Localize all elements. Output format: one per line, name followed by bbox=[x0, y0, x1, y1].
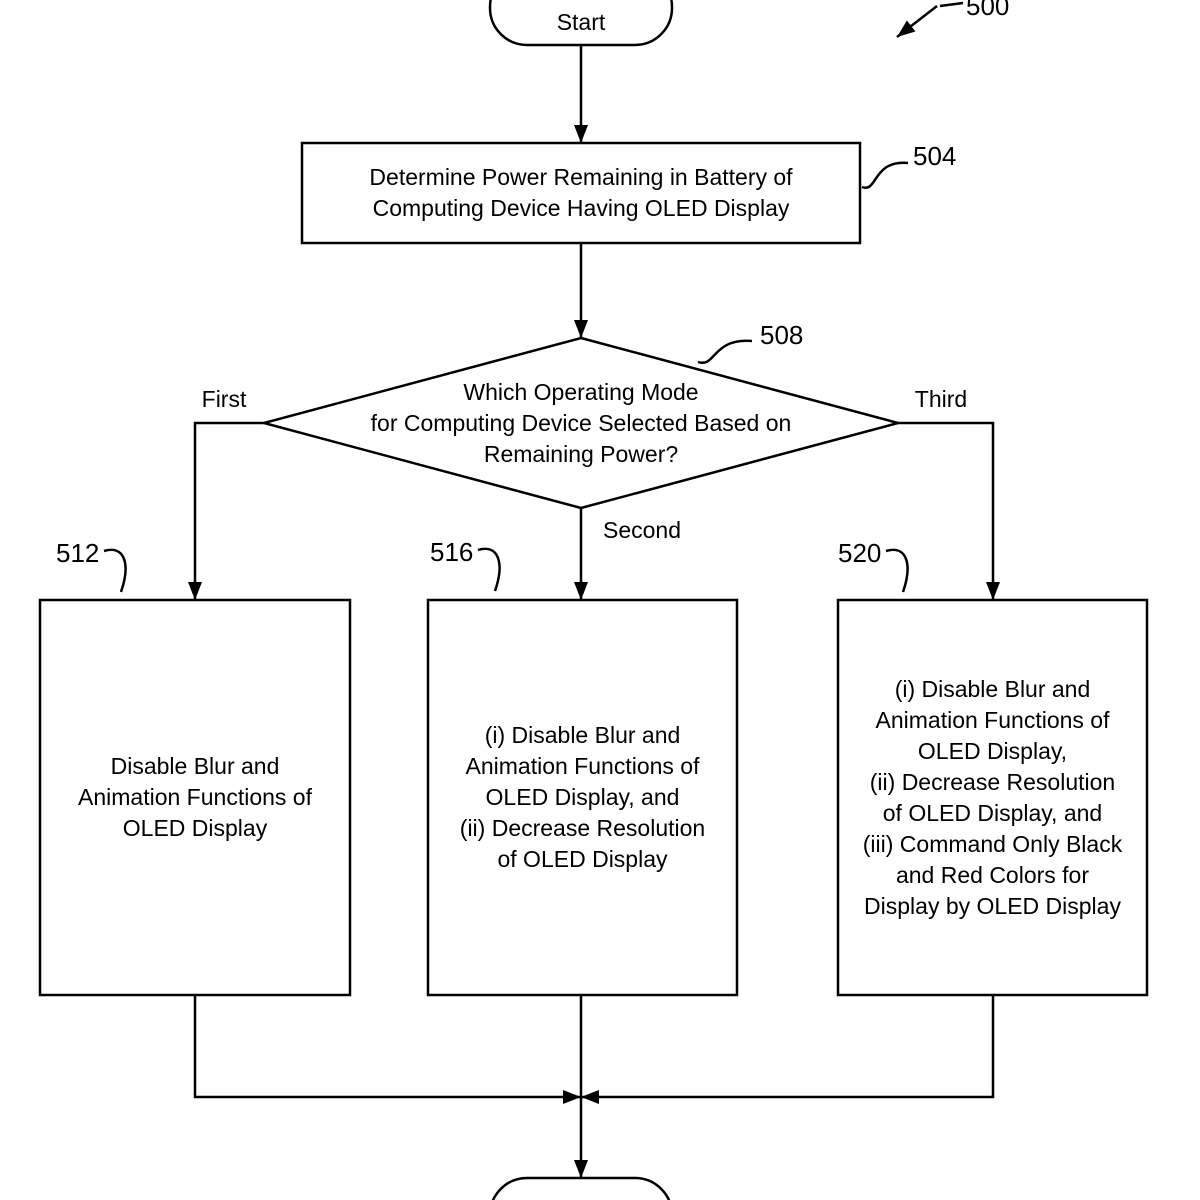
branch-label-second: Second bbox=[583, 517, 701, 543]
merge-line-from-512 bbox=[195, 995, 581, 1097]
arrow-third-branch bbox=[898, 423, 993, 600]
step-512-text: Disable Blur and Animation Functions of … bbox=[40, 600, 350, 995]
ref-504-leader bbox=[862, 163, 908, 188]
ref-512-leader bbox=[104, 550, 126, 592]
ref-504-label: 504 bbox=[913, 142, 956, 170]
ref-520-leader bbox=[886, 550, 908, 592]
figure-ref-label: 500 bbox=[966, 0, 1009, 20]
start-terminal-label: Start bbox=[490, 0, 672, 44]
figure-ref-arrow bbox=[897, 6, 937, 37]
branch-label-third: Third bbox=[882, 386, 1000, 412]
ref-516-leader bbox=[478, 549, 500, 591]
branch-label-first: First bbox=[165, 386, 283, 412]
ref-516-label: 516 bbox=[430, 538, 473, 566]
figure-ref-leader-line bbox=[940, 3, 963, 6]
arrow-first-branch bbox=[195, 423, 264, 600]
ref-520-label: 520 bbox=[838, 539, 881, 567]
end-terminal-shape bbox=[490, 1178, 672, 1200]
decision-508-text: Which Operating Mode for Computing Devic… bbox=[331, 360, 831, 486]
step-520-text: (i) Disable Blur and Animation Functions… bbox=[838, 600, 1147, 995]
ref-512-label: 512 bbox=[56, 539, 99, 567]
step-516-text: (i) Disable Blur and Animation Functions… bbox=[428, 600, 737, 995]
merge-line-from-520 bbox=[581, 995, 993, 1097]
ref-508-label: 508 bbox=[760, 321, 803, 349]
process-504-text: Determine Power Remaining in Battery of … bbox=[302, 143, 860, 243]
